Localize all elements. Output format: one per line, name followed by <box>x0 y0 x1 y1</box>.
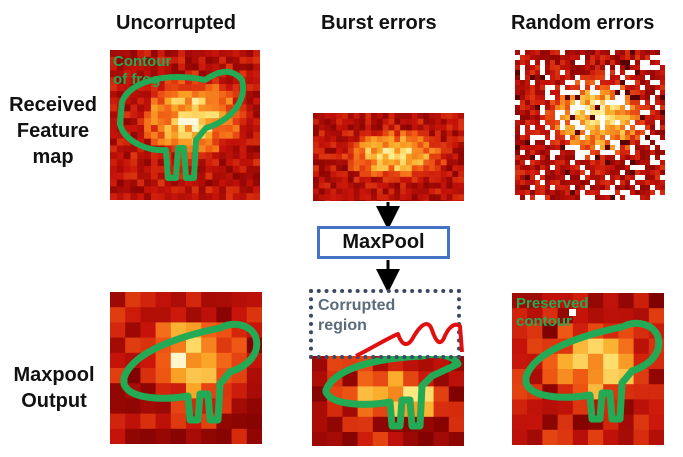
column-header-burst-errors: Burst errors <box>321 12 437 34</box>
feature-map-random-errors <box>515 50 665 200</box>
column-header-random-errors: Random errors <box>511 12 655 34</box>
row-label-received-feature-map: Received Feature map <box>0 92 106 170</box>
frog-contour <box>120 320 261 424</box>
feature-map-burst-errors <box>313 113 464 201</box>
row-label-line: Maxpool <box>13 364 95 386</box>
frog-contour <box>522 319 663 423</box>
feature-map-uncorrupted: Contour of frog <box>110 50 260 200</box>
corrupted-region-line: Corrupted <box>318 297 396 314</box>
maxpool-output-burst-errors <box>312 356 464 446</box>
corrupted-region-label: Corrupted region <box>318 296 395 336</box>
maxpool-output-uncorrupted <box>110 292 262 444</box>
corrupted-region-line: region <box>318 317 367 334</box>
annotation-line: Preserved <box>516 295 589 312</box>
row-label-line: Received <box>9 94 97 116</box>
row-label-line: Output <box>21 390 87 412</box>
heatmap <box>110 50 260 200</box>
row-label-line: map <box>32 146 74 168</box>
contour-of-frog-label: Contour of frog <box>113 53 171 89</box>
annotation-line: of frog <box>113 71 161 88</box>
frog-contour <box>117 68 247 181</box>
white-marker-icon <box>569 309 576 316</box>
column-header-uncorrupted: Uncorrupted <box>116 12 236 34</box>
annotation-line: contour <box>516 313 572 330</box>
annotation-line: Contour <box>113 53 172 70</box>
maxpool-operation-box: MaxPool <box>317 226 450 259</box>
row-label-line: Feature <box>16 120 90 142</box>
heatmap <box>313 113 464 201</box>
preserved-contour-label: Preserved contour <box>516 295 589 331</box>
row-label-maxpool-output: Maxpool Output <box>4 362 104 414</box>
heatmap <box>515 50 665 200</box>
frog-contour <box>322 356 462 430</box>
maxpool-output-random-errors: Preserved contour <box>512 293 664 445</box>
